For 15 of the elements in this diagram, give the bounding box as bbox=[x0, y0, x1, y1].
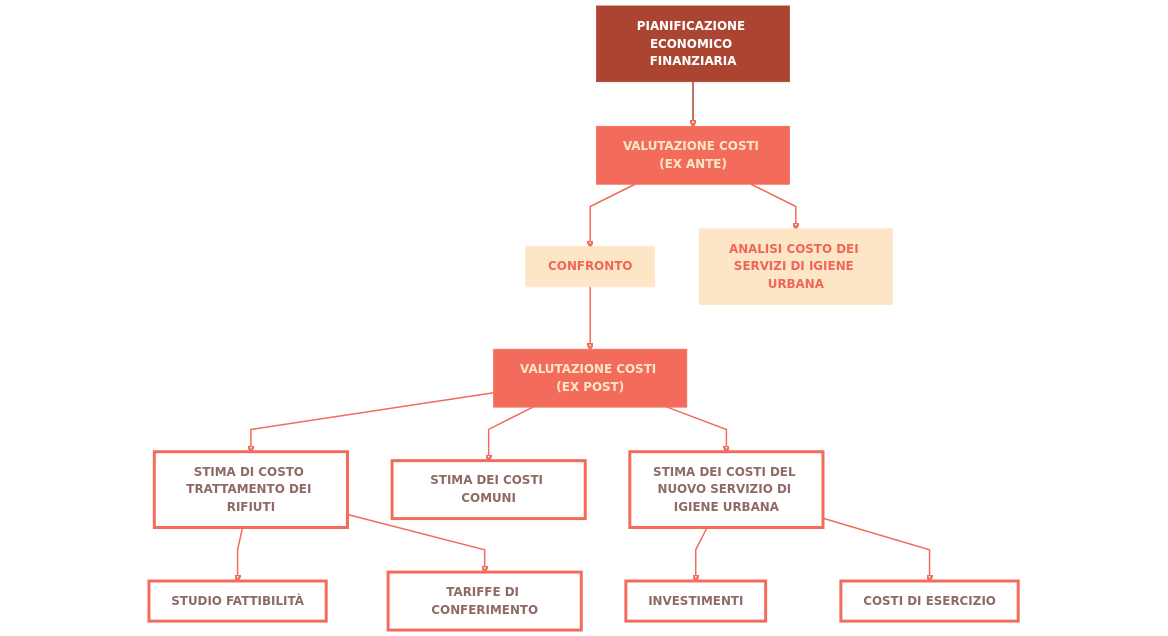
node-box: VALUTAZIONE COSTI (EX ANTE) bbox=[596, 125, 791, 185]
node-box: PIANIFICAZIONE ECONOMICO FINANZIARIA bbox=[596, 5, 791, 83]
node-box: VALUTAZIONE COSTI (EX POST) bbox=[493, 348, 688, 408]
node-box: ANALISI COSTO DEI SERVIZI DI IGIENE URBANA bbox=[699, 228, 894, 305]
node-box: COSTI DI ESERCIZIO bbox=[839, 579, 1021, 623]
node-box: STIMA DI COSTO TRATTAMENTO DEI RIFIUTI bbox=[153, 450, 350, 529]
node-box: TARIFFE DI CONFERIMENTO bbox=[387, 570, 584, 632]
node-box: STIMA DEI COSTI DEL NUOVO SERVIZIO DI IGIENE URBANA bbox=[628, 450, 825, 529]
node-box: INVESTIMENTI bbox=[624, 579, 768, 623]
arrow bbox=[750, 183, 801, 230]
node-box: STUDIO FATTIBILITÀ bbox=[147, 579, 329, 623]
arrow bbox=[586, 286, 595, 351]
node-box: CONFRONTO bbox=[525, 246, 656, 288]
arrow bbox=[689, 81, 698, 128]
node-box: STIMA DEI COSTI COMUNI bbox=[391, 459, 588, 521]
